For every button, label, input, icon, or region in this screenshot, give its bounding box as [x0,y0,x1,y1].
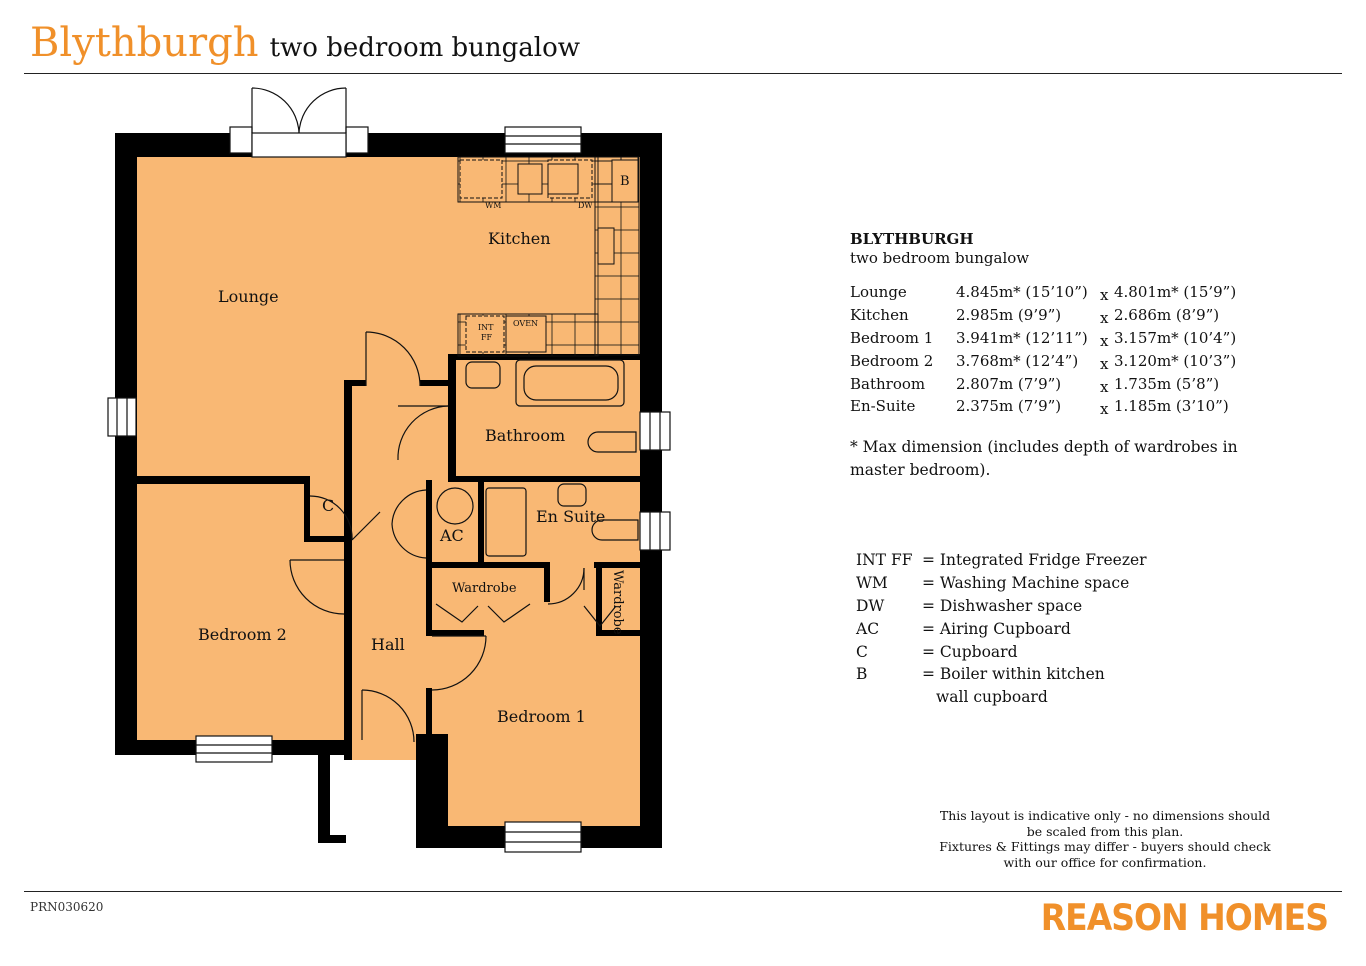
dw-label: DW [578,201,593,210]
wm-label: WM [485,201,501,210]
ff-label: FF [481,333,493,342]
key-row: C= Cupboard [856,642,1018,661]
brand-logo: REASON HOMES [1040,896,1329,939]
bedroom1-label: Bedroom 1 [497,707,586,726]
wardrobe-label: Wardrobe [452,581,517,596]
french-doors [251,87,347,158]
windows [107,126,671,853]
dimensions-table: Lounge 4.845m* (15’10”) x 4.801m* (15’9”… [850,281,1250,418]
bathroom-fittings [436,359,639,557]
header-rule [24,73,1342,74]
ac-label: AC [439,526,464,545]
c-label: C [322,496,334,515]
dimension-row: En-Suite 2.375m (7’9”) x 1.185m (3’10”) [850,397,1229,419]
key-row: INT FF= Integrated Fridge Freezer [856,551,1147,570]
key-row: B= Boiler within kitchen [856,665,1105,684]
dimension-row: Kitchen 2.985m (9’9”) x 2.686m (8’9”) [850,306,1220,328]
footer-rule [24,891,1342,892]
interior-walls [137,354,640,760]
bathroom-label: Bathroom [485,426,565,445]
oven-label: OVEN [513,319,538,328]
floor-plan: Lounge Kitchen Bathroom En Suite Bedroom… [107,87,671,853]
wardrobe-label-vertical: Wardrobe [610,570,625,635]
dimension-row: Lounge 4.845m* (15’10”) x 4.801m* (15’9”… [850,283,1237,305]
key-continuation: wall cupboard [936,688,1048,707]
info-type: two bedroom bungalow [850,249,1030,267]
abbreviation-key: INT FF= Integrated Fridge Freezer WM= Wa… [856,549,1147,709]
title-name: Blythburgh [30,20,259,66]
bedroom2-label: Bedroom 2 [198,625,287,644]
dimension-row: Bedroom 2 3.768m* (12’4”) x 3.120m* (10’… [850,351,1237,373]
info-name: BLYTHBURGH [850,230,974,248]
int-label: INT [478,323,494,332]
dimension-row: Bathroom 2.807m (7’9”) x 1.735m (5’8”) [850,374,1220,396]
page-title: Blythburgh two bedroom bungalow [30,20,580,66]
key-row: DW= Dishwasher space [856,596,1083,615]
dimensions-panel: BLYTHBURGH two bedroom bungalow Lounge 4… [850,230,1250,482]
boiler-label: B [620,174,630,189]
plan-reference: PRN030620 [30,900,104,914]
doors [289,331,617,743]
en-suite-label: En Suite [536,507,605,526]
disclaimer: This layout is indicative only - no dime… [939,808,1271,870]
title-type: two bedroom bungalow [269,33,581,63]
lounge-label: Lounge [218,287,279,306]
kitchen-units [457,156,640,357]
key-row: WM= Washing Machine space [856,574,1130,593]
max-dimension-note: * Max dimension (includes depth of wardr… [850,437,1238,479]
kitchen-label: Kitchen [488,229,551,248]
outer-walls [115,133,662,848]
dimension-row: Bedroom 1 3.941m* (12’11”) x 3.157m* (10… [850,328,1237,350]
hall-label: Hall [371,635,405,654]
key-row: AC= Airing Cupboard [856,619,1071,638]
